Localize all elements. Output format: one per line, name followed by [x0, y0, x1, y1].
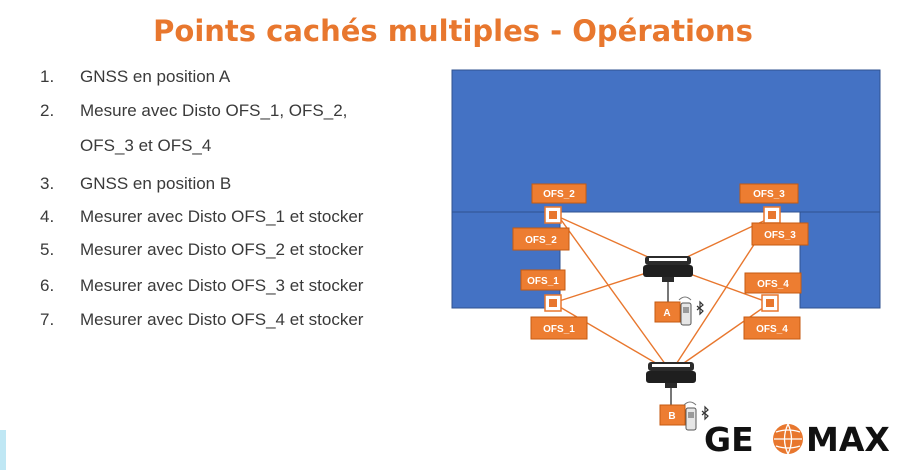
- ofs1-top-label: OFS_1: [527, 276, 559, 287]
- disto-device-icon: [683, 401, 697, 431]
- target-marker-icon: [763, 206, 781, 224]
- step-text: Mesurer avec Disto OFS_2 et stocker: [80, 240, 364, 259]
- step-number: 4.: [40, 207, 55, 226]
- step-text: Mesure avec Disto OFS_1, OFS_2,: [80, 101, 348, 120]
- step-text: Mesurer avec Disto OFS_3 et stocker: [80, 276, 364, 295]
- bluetooth-icon: [701, 405, 709, 421]
- bluetooth-icon: [696, 300, 704, 316]
- gnss-receiver-icon: [646, 362, 696, 405]
- step-number: 3.: [40, 174, 55, 193]
- step-text: Mesurer avec Disto OFS_1 et stocker: [80, 207, 364, 226]
- geomax-logo: GE MAX: [704, 420, 890, 459]
- ofs3-top-label: OFS_3: [753, 189, 785, 200]
- step-number: 2.: [40, 101, 55, 120]
- ofs3-top-label-box: [739, 183, 799, 204]
- ofs3-bottom-label-box: [751, 222, 809, 246]
- step-number: 1.: [40, 67, 55, 86]
- target-marker-icon: [761, 294, 779, 312]
- station-a-controller: A: [654, 301, 681, 323]
- step-number: 6.: [40, 276, 55, 295]
- gnss-receiver-icon: [643, 256, 693, 302]
- station-a-label: A: [663, 308, 670, 319]
- station-b-label: B: [668, 411, 675, 422]
- ofs2-top-label: OFS_2: [543, 189, 575, 200]
- ofs1-top-label-box: [520, 269, 566, 291]
- slide-edge-accent: [0, 430, 6, 470]
- step-text: OFS_3 et OFS_4: [80, 136, 212, 155]
- svg-text:MAX: MAX: [806, 420, 890, 459]
- svg-text:GE: GE: [704, 420, 754, 459]
- ofs4-bottom-label-box: [743, 316, 801, 340]
- ofs4-top-label-box: [744, 272, 802, 294]
- slide-title: Points cachés multiples - Opérations: [153, 14, 753, 48]
- ofs2-bottom-label-box: [512, 227, 570, 251]
- step-number: 5.: [40, 240, 55, 259]
- ofs1-bottom-label: OFS_1: [543, 324, 575, 335]
- measurement-lines: [552, 216, 773, 373]
- disto-device-icon: [678, 296, 692, 326]
- ofs2-top-label-box: [531, 183, 587, 204]
- target-marker-icon: [544, 294, 562, 312]
- step-number: 7.: [40, 310, 55, 329]
- step-text: GNSS en position A: [80, 67, 231, 86]
- target-marker-icon: [544, 206, 562, 224]
- step-text: Mesurer avec Disto OFS_4 et stocker: [80, 310, 364, 329]
- ofs4-bottom-label: OFS_4: [756, 324, 788, 335]
- ofs3-bottom-label: OFS_3: [764, 230, 796, 241]
- station-b-controller: B: [659, 404, 686, 426]
- ofs1-bottom-label-box: [530, 316, 588, 340]
- ofs2-bottom-label: OFS_2: [525, 235, 557, 246]
- ofs4-top-label: OFS_4: [757, 279, 789, 290]
- step-text: GNSS en position B: [80, 174, 232, 193]
